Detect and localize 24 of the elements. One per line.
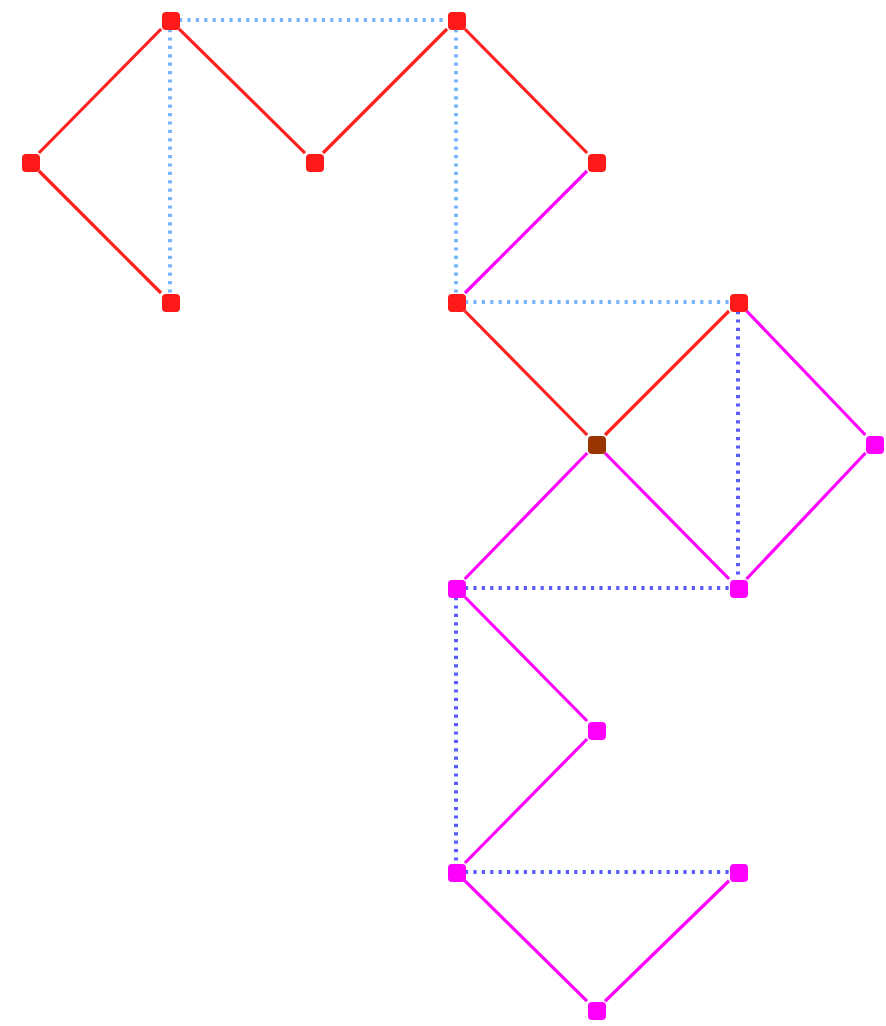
dotted-line [465,586,729,590]
dotted-line [179,18,447,22]
connector-line [463,879,589,1003]
connector-line [463,595,589,723]
dotted-line [454,29,458,293]
connector-line [463,451,589,581]
connector-line [177,27,307,155]
dotted-line [168,29,172,293]
connector-line [603,309,731,437]
dotted-line [465,870,729,874]
connector-line [463,169,589,295]
connector-line [603,451,731,581]
dotted-line [736,311,740,579]
connector-line [745,451,867,581]
dotted-line [454,597,458,863]
connector-line [321,27,449,155]
connector-line [37,27,163,155]
connector-line [603,879,731,1003]
connector-line [463,27,589,155]
connector-line [745,309,867,437]
connector-line [37,169,163,295]
connector-line [463,309,589,437]
connector-line [463,737,589,865]
dotted-line [465,300,729,304]
